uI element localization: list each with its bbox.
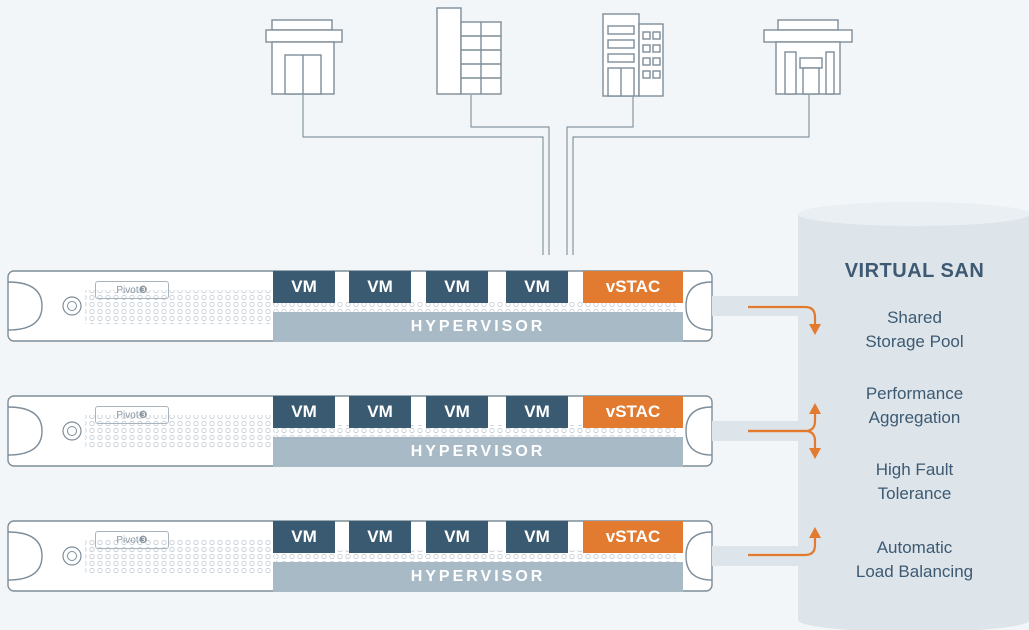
- arrow-up-icon: [809, 403, 821, 414]
- storefront-building-icon: [265, 19, 343, 95]
- san-feature-load-balancing: Automatic Load Balancing: [855, 538, 974, 581]
- data-flow-arrows: [748, 305, 817, 557]
- vm-block: VM: [426, 271, 488, 303]
- vm-block: VM: [349, 521, 411, 553]
- vm-block: VM: [426, 396, 488, 428]
- pivot3-brand-label: Pivot❸: [95, 406, 169, 424]
- virtual-san-cylinder: [798, 202, 1029, 630]
- virtual-san-title: VIRTUAL SAN: [844, 260, 985, 282]
- arrow-up-icon: [809, 527, 821, 538]
- vm-block: VM: [273, 521, 335, 553]
- vm-block: VM: [349, 271, 411, 303]
- vm-block: VM: [273, 271, 335, 303]
- arrow-down-icon: [809, 448, 821, 459]
- pivot3-brand-label: Pivot❸: [95, 281, 169, 299]
- san-feature-shared-storage: Shared Storage Pool: [865, 308, 964, 351]
- vm-block: VM: [273, 396, 335, 428]
- vm-block: VM: [506, 271, 568, 303]
- vstac-block: vSTAC: [583, 521, 683, 553]
- arrowheads: [809, 324, 821, 538]
- arrow-down-icon: [809, 324, 821, 335]
- hypervisor-bar: HYPERVISOR: [273, 312, 683, 342]
- shop-building-icon: [763, 19, 853, 95]
- vm-block: VM: [506, 521, 568, 553]
- network-connection-lines: [302, 95, 810, 255]
- san-feature-fault-tolerance: High Fault Tolerance: [875, 460, 954, 503]
- vstac-block: vSTAC: [583, 271, 683, 303]
- vstac-block: vSTAC: [583, 396, 683, 428]
- vm-block: VM: [349, 396, 411, 428]
- vm-block: VM: [426, 521, 488, 553]
- vm-block: VM: [506, 396, 568, 428]
- office-tower-icon: [436, 7, 502, 95]
- hypervisor-bar: HYPERVISOR: [273, 437, 683, 467]
- hypervisor-bar: HYPERVISOR: [273, 562, 683, 592]
- pivot3-brand-label: Pivot❸: [95, 531, 169, 549]
- san-feature-performance: Performance Aggregation: [865, 384, 964, 427]
- office-complex-icon: [602, 13, 664, 97]
